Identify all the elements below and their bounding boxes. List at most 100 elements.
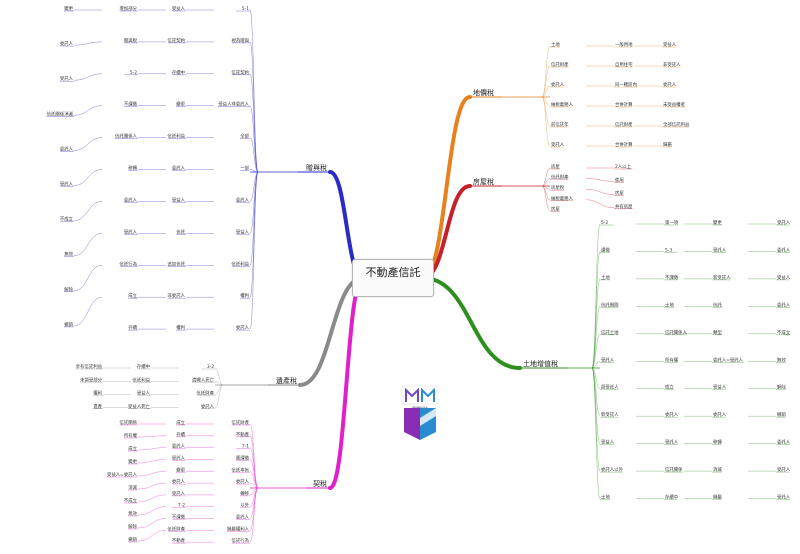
mindmap-node[interactable]: 信託財產 xyxy=(231,419,249,426)
mindmap-node[interactable]: 受益人 xyxy=(137,390,151,397)
mindmap-node[interactable]: 受益人 xyxy=(172,5,186,12)
mindmap-node[interactable]: 信託財產 xyxy=(551,61,569,68)
mindmap-node[interactable]: 無效 xyxy=(64,251,73,258)
mindmap-node[interactable]: 變更 xyxy=(64,5,73,12)
mindmap-node[interactable]: 遺囑人死亡 xyxy=(192,376,215,383)
mindmap-node[interactable]: 受益人非委託人 xyxy=(218,101,249,108)
branch-label[interactable]: 贈與稅 xyxy=(306,163,327,172)
mindmap-node[interactable]: 委託人 xyxy=(777,439,791,446)
mindmap-node[interactable]: 變更 xyxy=(176,466,185,473)
mindmap-node[interactable]: 權利 xyxy=(93,390,102,397)
mindmap-node[interactable]: 課徵 xyxy=(601,246,610,253)
mindmap-node[interactable]: 非委託人 xyxy=(167,292,185,299)
mindmap-node[interactable]: 委託人 xyxy=(124,196,138,203)
mindmap-node[interactable]: 5-3 xyxy=(665,247,672,253)
mindmap-node[interactable]: 委託人 xyxy=(60,145,74,152)
mindmap-node[interactable]: 存續 xyxy=(128,324,137,331)
mindmap-node[interactable]: 委託人 xyxy=(236,324,250,331)
mindmap-node[interactable]: 受益人死亡 xyxy=(128,403,151,410)
mindmap-node[interactable]: 原受託人 xyxy=(601,384,619,391)
mindmap-node[interactable]: 信託 xyxy=(713,301,722,308)
branch-0[interactable]: 地價稅土地信託財產委託人納稅義務人前信託年受託人一般用地自用住宅同一轄區內合併計… xyxy=(421,41,690,280)
mindmap-node[interactable]: 房屋 xyxy=(615,190,624,197)
mindmap-node[interactable]: 委託人 xyxy=(201,403,215,410)
mindmap-node[interactable]: 權利 xyxy=(240,292,249,299)
mindmap-node[interactable]: 受託人 xyxy=(551,141,565,148)
mindmap-node[interactable]: 全部信託利益 xyxy=(663,121,690,128)
mindmap-node[interactable]: 納稅義務人 xyxy=(551,101,574,108)
mindmap-node[interactable]: 委託人 xyxy=(777,301,791,308)
mindmap-node[interactable]: 存續中 xyxy=(665,494,678,501)
mindmap-node[interactable]: 不課徵 xyxy=(665,274,679,281)
mindmap-node[interactable]: 委託人 xyxy=(236,196,250,203)
mindmap-node[interactable]: 受託人 xyxy=(665,439,679,446)
mindmap-node[interactable]: 權利 xyxy=(176,324,185,331)
mindmap-node[interactable]: 存續中 xyxy=(172,69,185,76)
branch-label[interactable]: 遺產稅 xyxy=(276,376,297,385)
mindmap-node[interactable]: 撤銷 xyxy=(777,411,786,418)
mindmap-node[interactable]: 變更 xyxy=(128,458,137,465)
branch-label[interactable]: 房屋稅 xyxy=(473,177,494,186)
mindmap-node[interactable]: 受益人 xyxy=(236,228,250,235)
mindmap-node[interactable]: 受託人 xyxy=(777,494,791,501)
mindmap-node[interactable]: 信託行為 xyxy=(231,537,249,544)
branch-3[interactable]: 契稅信託財產不動產7-1應課徵信託本旨委託人轉移以外委託人歸屬權利人信託行為成立… xyxy=(105,276,365,544)
branch-4[interactable]: 遺產稅3-2遺囑人死亡信託財產委託人存續中信託利益受益人受益人死亡享有信託利益未… xyxy=(75,276,365,410)
mindmap-node[interactable]: 委託人 xyxy=(713,411,727,418)
mindmap-node[interactable]: 受益人 xyxy=(777,274,791,281)
mindmap-node[interactable]: 受益人 xyxy=(601,439,615,446)
mindmap-node[interactable]: 委託人 xyxy=(663,81,677,88)
mindmap-node[interactable]: 2人以上 xyxy=(615,163,632,170)
mindmap-node[interactable]: 委託人=受託人 xyxy=(713,356,744,363)
mindmap-node[interactable]: 信託利益 xyxy=(231,260,249,267)
mindmap-node[interactable]: 5-2 xyxy=(130,70,137,76)
mindmap-node[interactable]: 受託人 xyxy=(172,454,186,461)
mindmap-node[interactable]: 消滅 xyxy=(713,466,722,473)
branch-label[interactable]: 土地增值稅 xyxy=(523,359,558,368)
mindmap-node[interactable]: 一部 xyxy=(240,165,249,172)
mindmap-node[interactable]: 移轉 xyxy=(128,165,137,172)
mindmap-node[interactable]: 房屋稅 xyxy=(551,184,565,191)
mindmap-node[interactable]: 解除 xyxy=(64,286,73,293)
mindmap-node[interactable]: 受託人 xyxy=(777,466,791,473)
branch-5[interactable]: 贈與稅5-1視為贈與信託契約受益人非委託人全部一部委託人受益人信託利益權利委託人… xyxy=(46,5,365,331)
mindmap-node[interactable]: 3-2 xyxy=(207,364,214,370)
mindmap-node[interactable]: 使用 xyxy=(615,176,624,183)
branch-label[interactable]: 契稅 xyxy=(313,479,327,488)
mindmap-node[interactable]: 存續中 xyxy=(137,363,150,370)
mindmap-node[interactable]: 土地 xyxy=(601,274,610,281)
mindmap-node[interactable]: 委託人 xyxy=(236,514,250,521)
mindmap-node[interactable]: 視為贈與 xyxy=(231,37,249,44)
mindmap-node[interactable]: 追加信託 xyxy=(167,260,185,267)
mindmap-node[interactable]: 委託人以外 xyxy=(601,466,624,473)
mindmap-node[interactable]: 新受託人 xyxy=(713,274,731,281)
mindmap-node[interactable]: 撤銷 xyxy=(64,321,73,328)
mindmap-node[interactable]: 不動產 xyxy=(172,537,186,544)
mindmap-node[interactable]: 受託人 xyxy=(777,219,791,226)
mindmap-node[interactable]: 5-1 xyxy=(242,6,249,12)
mindmap-node[interactable]: 不成立 xyxy=(60,216,74,223)
mindmap-node[interactable]: 前信託年 xyxy=(551,121,569,128)
mindmap-node[interactable]: 信託利益 xyxy=(167,133,185,140)
mindmap-node[interactable]: 不成立 xyxy=(124,497,138,504)
mindmap-node[interactable]: 受益人 xyxy=(172,196,186,203)
mindmap-node[interactable]: 委託人 xyxy=(551,81,565,88)
mindmap-node[interactable]: 委託人 xyxy=(172,443,186,450)
mindmap-node[interactable]: 土地 xyxy=(601,494,610,501)
mindmap-node[interactable]: 歸屬 xyxy=(713,494,722,501)
mindmap-node[interactable]: 土地 xyxy=(665,301,674,308)
mindmap-node[interactable]: 受託人 xyxy=(60,75,74,82)
mindmap-node[interactable]: 信託土地 xyxy=(601,329,619,336)
mindmap-node[interactable]: 解除 xyxy=(777,384,786,391)
mindmap-node[interactable]: 房屋 xyxy=(551,205,560,212)
mindmap-node[interactable]: 信託財產 xyxy=(196,390,214,397)
mindmap-node[interactable]: 變更 xyxy=(176,101,185,108)
mindmap-node[interactable]: 新受託人 xyxy=(601,411,619,418)
mindmap-node[interactable]: 未受益權者 xyxy=(663,101,686,108)
mindmap-node[interactable]: 委託人 xyxy=(665,411,679,418)
mindmap-node[interactable]: 一般用地 xyxy=(615,41,633,48)
branch-2[interactable]: 土地增值稅5-2課徵土地信託期間信託土地受託人原受託人新受託人受益人委託人以外土… xyxy=(421,219,791,501)
mindmap-node[interactable]: 共有房屋 xyxy=(615,203,633,210)
mindmap-node[interactable]: 撤銷 xyxy=(128,536,137,543)
mindmap-node[interactable]: 以外 xyxy=(240,502,249,509)
